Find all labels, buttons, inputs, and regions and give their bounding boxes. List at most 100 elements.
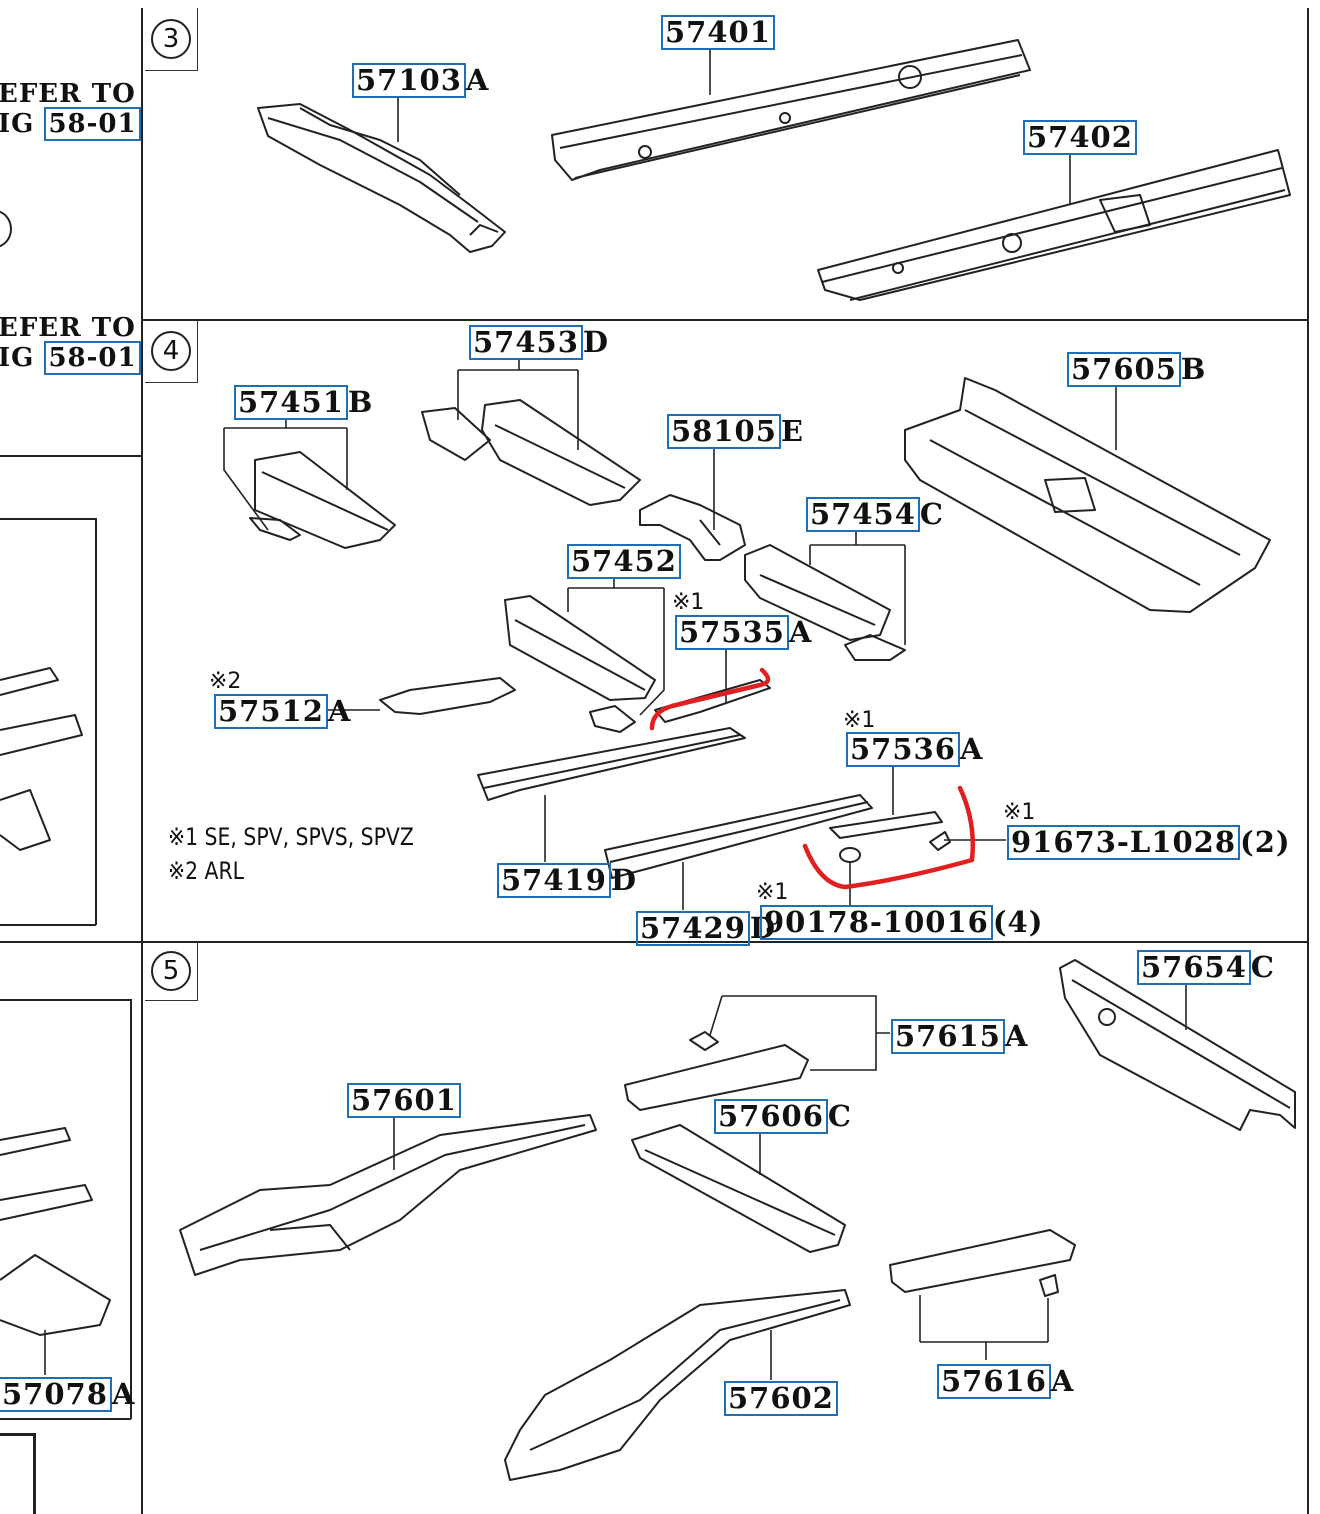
bracket-57453	[457, 358, 579, 450]
part-57606-drawing	[631, 1124, 846, 1253]
part-suffix: D	[610, 863, 638, 897]
part-suffix: E	[780, 414, 805, 448]
part-57453-drawing	[421, 399, 641, 506]
footnote-mark-57536: ※1	[843, 708, 876, 733]
part-suffix: A	[788, 615, 813, 649]
part-suffix: (4)	[992, 905, 1044, 939]
section-divider-4-5	[0, 941, 1308, 943]
bracket-57615	[709, 995, 890, 1071]
part-code: 91673-L1028	[1007, 825, 1241, 860]
part-suffix: B	[1180, 352, 1207, 386]
part-code: 57078	[0, 1377, 112, 1412]
bolt-90178-drawing	[839, 847, 861, 863]
part-suffix: A	[959, 732, 984, 766]
refer-text: EFER TO	[0, 313, 136, 343]
section-number: 3	[151, 19, 191, 59]
part-57602-drawing	[504, 1289, 851, 1481]
part-57401-drawing	[551, 39, 1031, 181]
left-panel-divider	[0, 455, 141, 457]
part-label-57452[interactable]: 57452	[567, 544, 681, 579]
part-label-57601[interactable]: 57601	[347, 1083, 461, 1118]
part-code: 57601	[347, 1083, 461, 1118]
part-57615-drawing	[624, 1031, 809, 1111]
part-57402-drawing	[817, 149, 1291, 301]
part-suffix: C	[919, 497, 944, 531]
part-code: 57453	[469, 325, 583, 360]
red-annotation-57535	[649, 667, 771, 731]
refer-to-block-1: EFER TO IG 58-01	[0, 79, 141, 141]
part-code: 57615	[891, 1019, 1005, 1054]
refer-code-link[interactable]: 58-01	[44, 106, 141, 141]
left-inset-box-1-right	[95, 518, 97, 925]
part-57454-drawing	[744, 544, 906, 661]
part-code: 57419	[497, 863, 611, 898]
part-57103-drawing	[257, 103, 506, 253]
footnote-mark-91673: ※1	[1003, 800, 1036, 825]
part-suffix: B	[347, 385, 374, 419]
part-code: 57605	[1067, 352, 1181, 387]
section-4-badge: 4	[145, 320, 198, 383]
part-suffix: (2)	[1240, 825, 1291, 859]
footnote-mark-57512: ※2	[209, 669, 242, 694]
part-code: 57452	[567, 544, 681, 579]
part-suffix: D	[582, 325, 610, 359]
section-divider-vertical	[141, 8, 143, 1514]
part-code: 57451	[234, 385, 348, 420]
bolt-91673-drawing	[929, 831, 951, 851]
part-57451-drawing	[249, 451, 396, 549]
part-code: 57401	[661, 15, 775, 50]
part-code: 57535	[675, 615, 789, 650]
part-57512-drawing	[379, 677, 516, 715]
part-code: 57606	[714, 1099, 828, 1134]
bracket-57451	[223, 418, 348, 531]
part-58105-drawing	[639, 494, 746, 561]
bracket-57616	[919, 1295, 1049, 1360]
part-code: 57454	[806, 497, 920, 532]
part-57601-drawing	[179, 1114, 597, 1276]
part-label-90178[interactable]: 90178-10016(4)	[760, 905, 1043, 940]
part-label-57402[interactable]: 57402	[1023, 120, 1137, 155]
part-label-91673[interactable]: 91673-L1028(2)	[1007, 825, 1291, 860]
part-label-57602[interactable]: 57602	[724, 1381, 838, 1416]
right-edge-line	[1307, 8, 1309, 1514]
part-57429-drawing	[604, 794, 873, 879]
section-3-badge: 3	[145, 8, 198, 71]
left-inset-box-2-right	[130, 999, 132, 1419]
red-annotation-57536	[802, 785, 976, 890]
part-code: 57654	[1137, 950, 1251, 985]
left-inset-box-2-bottom	[0, 1418, 131, 1420]
part-suffix: D	[749, 911, 777, 945]
part-suffix: C	[1250, 950, 1275, 984]
part-code: 57602	[724, 1381, 838, 1416]
part-57419-drawing	[477, 727, 746, 801]
left-inset-box-3	[0, 1433, 36, 1436]
part-code: 57402	[1023, 120, 1137, 155]
refer-code-link[interactable]: 58-01	[44, 340, 141, 375]
part-code: 57429	[636, 911, 750, 946]
section-5-badge: 5	[145, 942, 198, 1001]
left-inset-box-2	[0, 999, 131, 1001]
part-label-57401[interactable]: 57401	[661, 15, 775, 50]
bracket-57454	[809, 530, 906, 645]
section-number: 5	[151, 951, 191, 991]
part-57654-drawing	[1059, 959, 1296, 1131]
part-code: 90178-10016	[760, 905, 993, 940]
part-57452-drawing	[504, 595, 656, 733]
